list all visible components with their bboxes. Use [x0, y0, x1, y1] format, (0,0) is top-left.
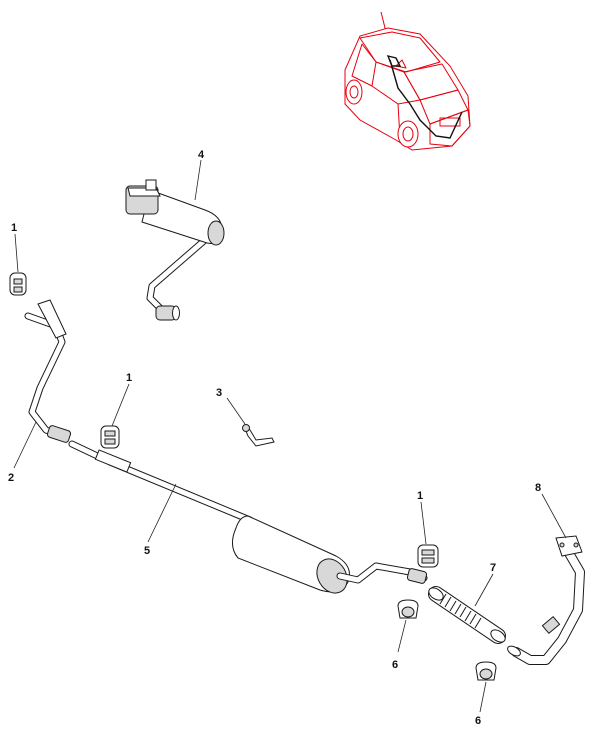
vehicle-locator-illustration — [344, 11, 471, 151]
callout-1-top: 1 — [11, 222, 17, 234]
part-3-bolt-bracket — [242, 424, 275, 447]
callout-8: 8 — [535, 482, 541, 494]
callout-4: 4 — [198, 149, 205, 161]
callout-2: 2 — [8, 472, 14, 484]
callout-5: 5 — [144, 545, 150, 557]
part-5-main-muffler-pipe — [68, 440, 428, 594]
callout-1-right: 1 — [417, 490, 423, 502]
part-1-rubber-hanger-right — [417, 544, 439, 568]
part-2-center-pipe — [24, 299, 72, 443]
callout-6-right: 6 — [475, 715, 481, 727]
part-1-rubber-hanger-top — [9, 272, 27, 296]
part-8-tail-pipe — [507, 535, 585, 665]
part-6-clamp-right — [475, 661, 497, 681]
callout-1-middle: 1 — [126, 372, 132, 384]
part-6-clamp-left — [397, 599, 419, 619]
part-4-front-pipe-catalyst — [125, 179, 225, 321]
leader-lines — [13, 159, 567, 713]
part-1-rubber-hanger-middle — [100, 425, 120, 449]
part-7-flexible-pipe — [428, 586, 506, 644]
callout-6-left: 6 — [392, 659, 398, 671]
callout-3: 3 — [216, 387, 222, 399]
callout-7: 7 — [490, 562, 496, 574]
